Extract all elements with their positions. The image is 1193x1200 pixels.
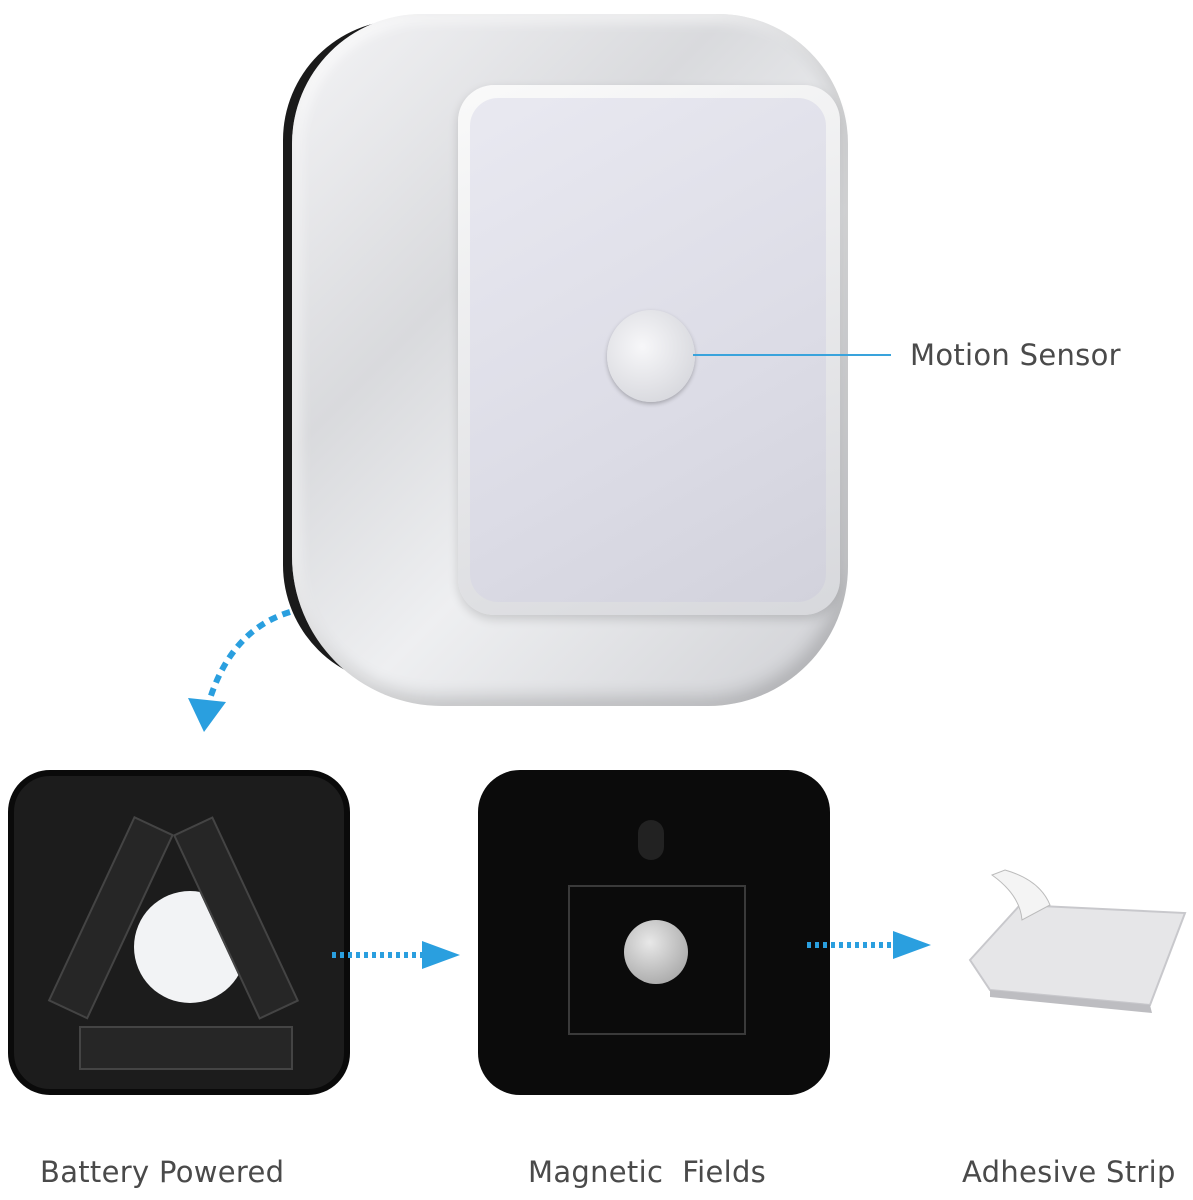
battery-compartment (8, 770, 350, 1095)
adhesive-strip-label: Adhesive Strip (962, 1155, 1176, 1189)
motion-sensor-label: Motion Sensor (910, 338, 1121, 372)
arrow-right-icon (332, 941, 460, 969)
magnetic-fields-label: Magnetic Fields (528, 1155, 767, 1189)
battery-powered-label: Battery Powered (40, 1155, 285, 1189)
magnet-disc (624, 920, 688, 984)
curved-arrow-icon (188, 609, 291, 732)
magnet-frame (568, 885, 746, 1035)
adhesive-strip-image (968, 869, 1187, 1013)
arrow-right-icon (807, 931, 931, 959)
magnetic-plate (478, 770, 830, 1095)
sensor-callout-line (693, 354, 891, 356)
motion-sensor-lens (607, 310, 695, 402)
keyhole-slot (638, 820, 664, 860)
battery-bottom (79, 1026, 293, 1070)
